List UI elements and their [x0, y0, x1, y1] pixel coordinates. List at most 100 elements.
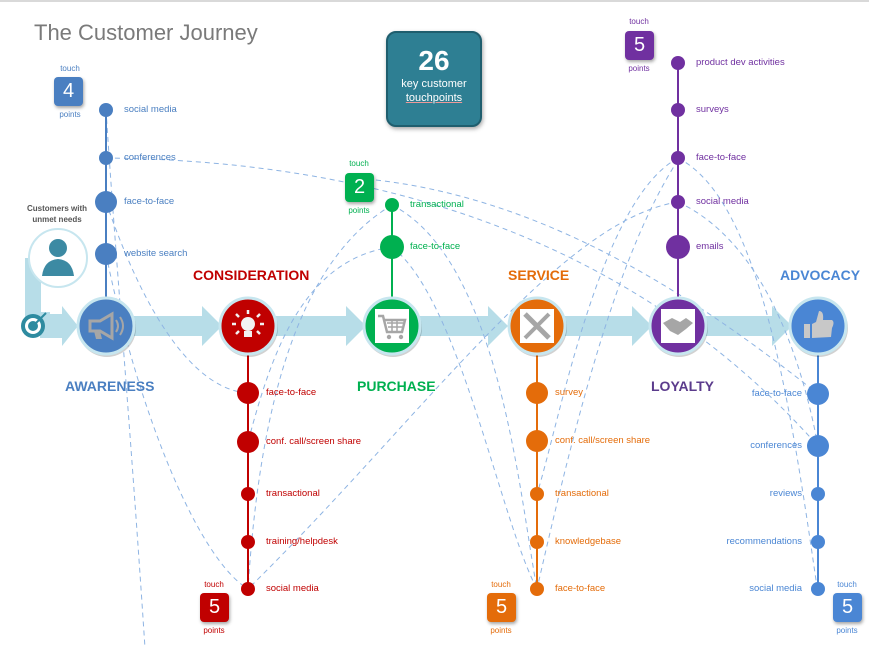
cart-grid: [387, 320, 403, 332]
key-touchpoints-count: 26: [418, 45, 450, 76]
touchpoint-label: face-to-face: [124, 196, 175, 207]
touchpoint-node[interactable]: [807, 435, 829, 457]
touchpoint-node[interactable]: [237, 431, 259, 453]
touchpoint-node[interactable]: [666, 235, 690, 259]
top-border: [0, 0, 869, 2]
touchpoint-count-badge: 5: [200, 593, 229, 622]
touchpoint-label: conf. call/screen share: [555, 435, 651, 446]
dash-loyalty-social: [247, 201, 679, 590]
touchpoint-label: face-to-face: [266, 387, 317, 398]
touchpoint-label: reviews: [769, 488, 802, 499]
loyalty-hub[interactable]: [648, 296, 708, 357]
stage-label-consideration: CONSIDERATION: [193, 267, 310, 283]
stage-label-advocacy: ADVOCACY: [780, 267, 861, 283]
handshake-icon: [663, 318, 693, 335]
page-title: The Customer Journey: [34, 20, 258, 45]
dash-loyalty-face: [536, 157, 679, 495]
touchpoint-node[interactable]: [811, 487, 825, 501]
touchpoint-node[interactable]: [237, 382, 259, 404]
purchase-hub[interactable]: [362, 296, 422, 357]
customer-label: Customers with unmet needs: [26, 204, 87, 224]
target-arrow: [32, 312, 47, 327]
shopping-cart-icon: [378, 314, 407, 334]
touchpoint-label: transactional: [266, 488, 320, 499]
touchpoint-node[interactable]: [99, 103, 113, 117]
touchpoint-label: social media: [124, 104, 177, 115]
touchpoint-label: conferences: [750, 440, 802, 451]
screwdriver-icon: [523, 312, 551, 340]
stage-label-loyalty: LOYALTY: [651, 378, 715, 394]
touch-word: touch: [204, 580, 224, 589]
touchpoint-node[interactable]: [99, 151, 113, 165]
touchpoint-node[interactable]: [811, 582, 825, 596]
touchpoint-label: conf. call/screen share: [266, 436, 362, 447]
cart-wheel: [398, 334, 404, 340]
thumb-cuff: [804, 324, 810, 338]
touchpoint-node[interactable]: [530, 535, 544, 549]
touchpoint-node[interactable]: [671, 103, 685, 117]
touchpoint-node[interactable]: [241, 487, 255, 501]
flow-arrow-3: [266, 306, 366, 346]
touchpoint-count-badge: 4: [54, 77, 83, 106]
touchpoint-label: recommendations: [726, 536, 802, 547]
dash-loyalty-social-r: [677, 201, 819, 447]
consideration-hub[interactable]: [218, 296, 278, 357]
advocacy-hub[interactable]: [788, 296, 848, 357]
light-ray: [235, 313, 240, 318]
megaphone-icon: [88, 311, 114, 341]
touchpoint-node[interactable]: [526, 382, 548, 404]
touchpoint-node[interactable]: [671, 56, 685, 70]
touchpoint-label: training/helpdesk: [266, 536, 338, 547]
touchpoint-node[interactable]: [241, 582, 255, 596]
dash-face-awareness: [105, 201, 249, 394]
dash-conferences: [105, 157, 819, 447]
touchpoint-node[interactable]: [671, 151, 685, 165]
touchpoint-label: transactional: [555, 488, 609, 499]
touch-word: touch: [60, 64, 80, 73]
avatar-ring: [28, 228, 88, 288]
touch-word: touch: [349, 159, 369, 168]
points-word: points: [490, 626, 512, 635]
touchpoint-label: social media: [749, 583, 802, 594]
light-ray: [256, 330, 261, 335]
dash-purchase-face-r: [391, 246, 538, 590]
sound-waves: [115, 316, 124, 336]
stage-label-purchase: PURCHASE: [357, 378, 436, 394]
touch-word: touch: [629, 17, 649, 26]
touch-word: touch: [837, 580, 857, 589]
dash-loyalty-emails: [536, 159, 679, 590]
dash-loyalty-face-r: [677, 157, 819, 595]
touchpoint-label: website search: [124, 248, 188, 259]
touchpoint-node[interactable]: [671, 195, 685, 209]
touchpoint-node[interactable]: [380, 235, 404, 259]
touchpoint-label: face-to-face: [555, 583, 606, 594]
target-icon: [21, 312, 47, 338]
touchpoint-node[interactable]: [241, 535, 255, 549]
stage-label-service: SERVICE: [508, 267, 570, 283]
touchpoint-node[interactable]: [807, 383, 829, 405]
service-hub[interactable]: [507, 296, 567, 357]
touchpoint-node[interactable]: [95, 243, 117, 265]
lightbulb-base: [244, 331, 252, 337]
touchpoint-node[interactable]: [530, 487, 544, 501]
touchpoint-node[interactable]: [95, 191, 117, 213]
touchpoint-label: face-to-face: [751, 388, 802, 399]
points-word: points: [348, 206, 370, 215]
touchpoint-node[interactable]: [811, 535, 825, 549]
touchpoint-label: knowledgebase: [555, 536, 622, 547]
touchpoint-node[interactable]: [385, 198, 399, 212]
touchpoint-node[interactable]: [526, 430, 548, 452]
touchpoint-node[interactable]: [530, 582, 544, 596]
cart-wheel: [386, 334, 392, 340]
points-word: points: [836, 626, 858, 635]
dash-website: [105, 253, 249, 590]
touch-word: touch: [491, 580, 511, 589]
touchpoint-label: surveys: [696, 104, 729, 115]
points-word: points: [59, 110, 81, 119]
touchpoint-label: face-to-face: [410, 241, 461, 252]
awareness-hub[interactable]: [76, 296, 136, 357]
light-ray: [256, 313, 261, 318]
person-head-icon: [49, 239, 67, 257]
stage-label-awareness: AWARENESS: [65, 378, 155, 394]
lightbulb-icon: [241, 317, 255, 331]
